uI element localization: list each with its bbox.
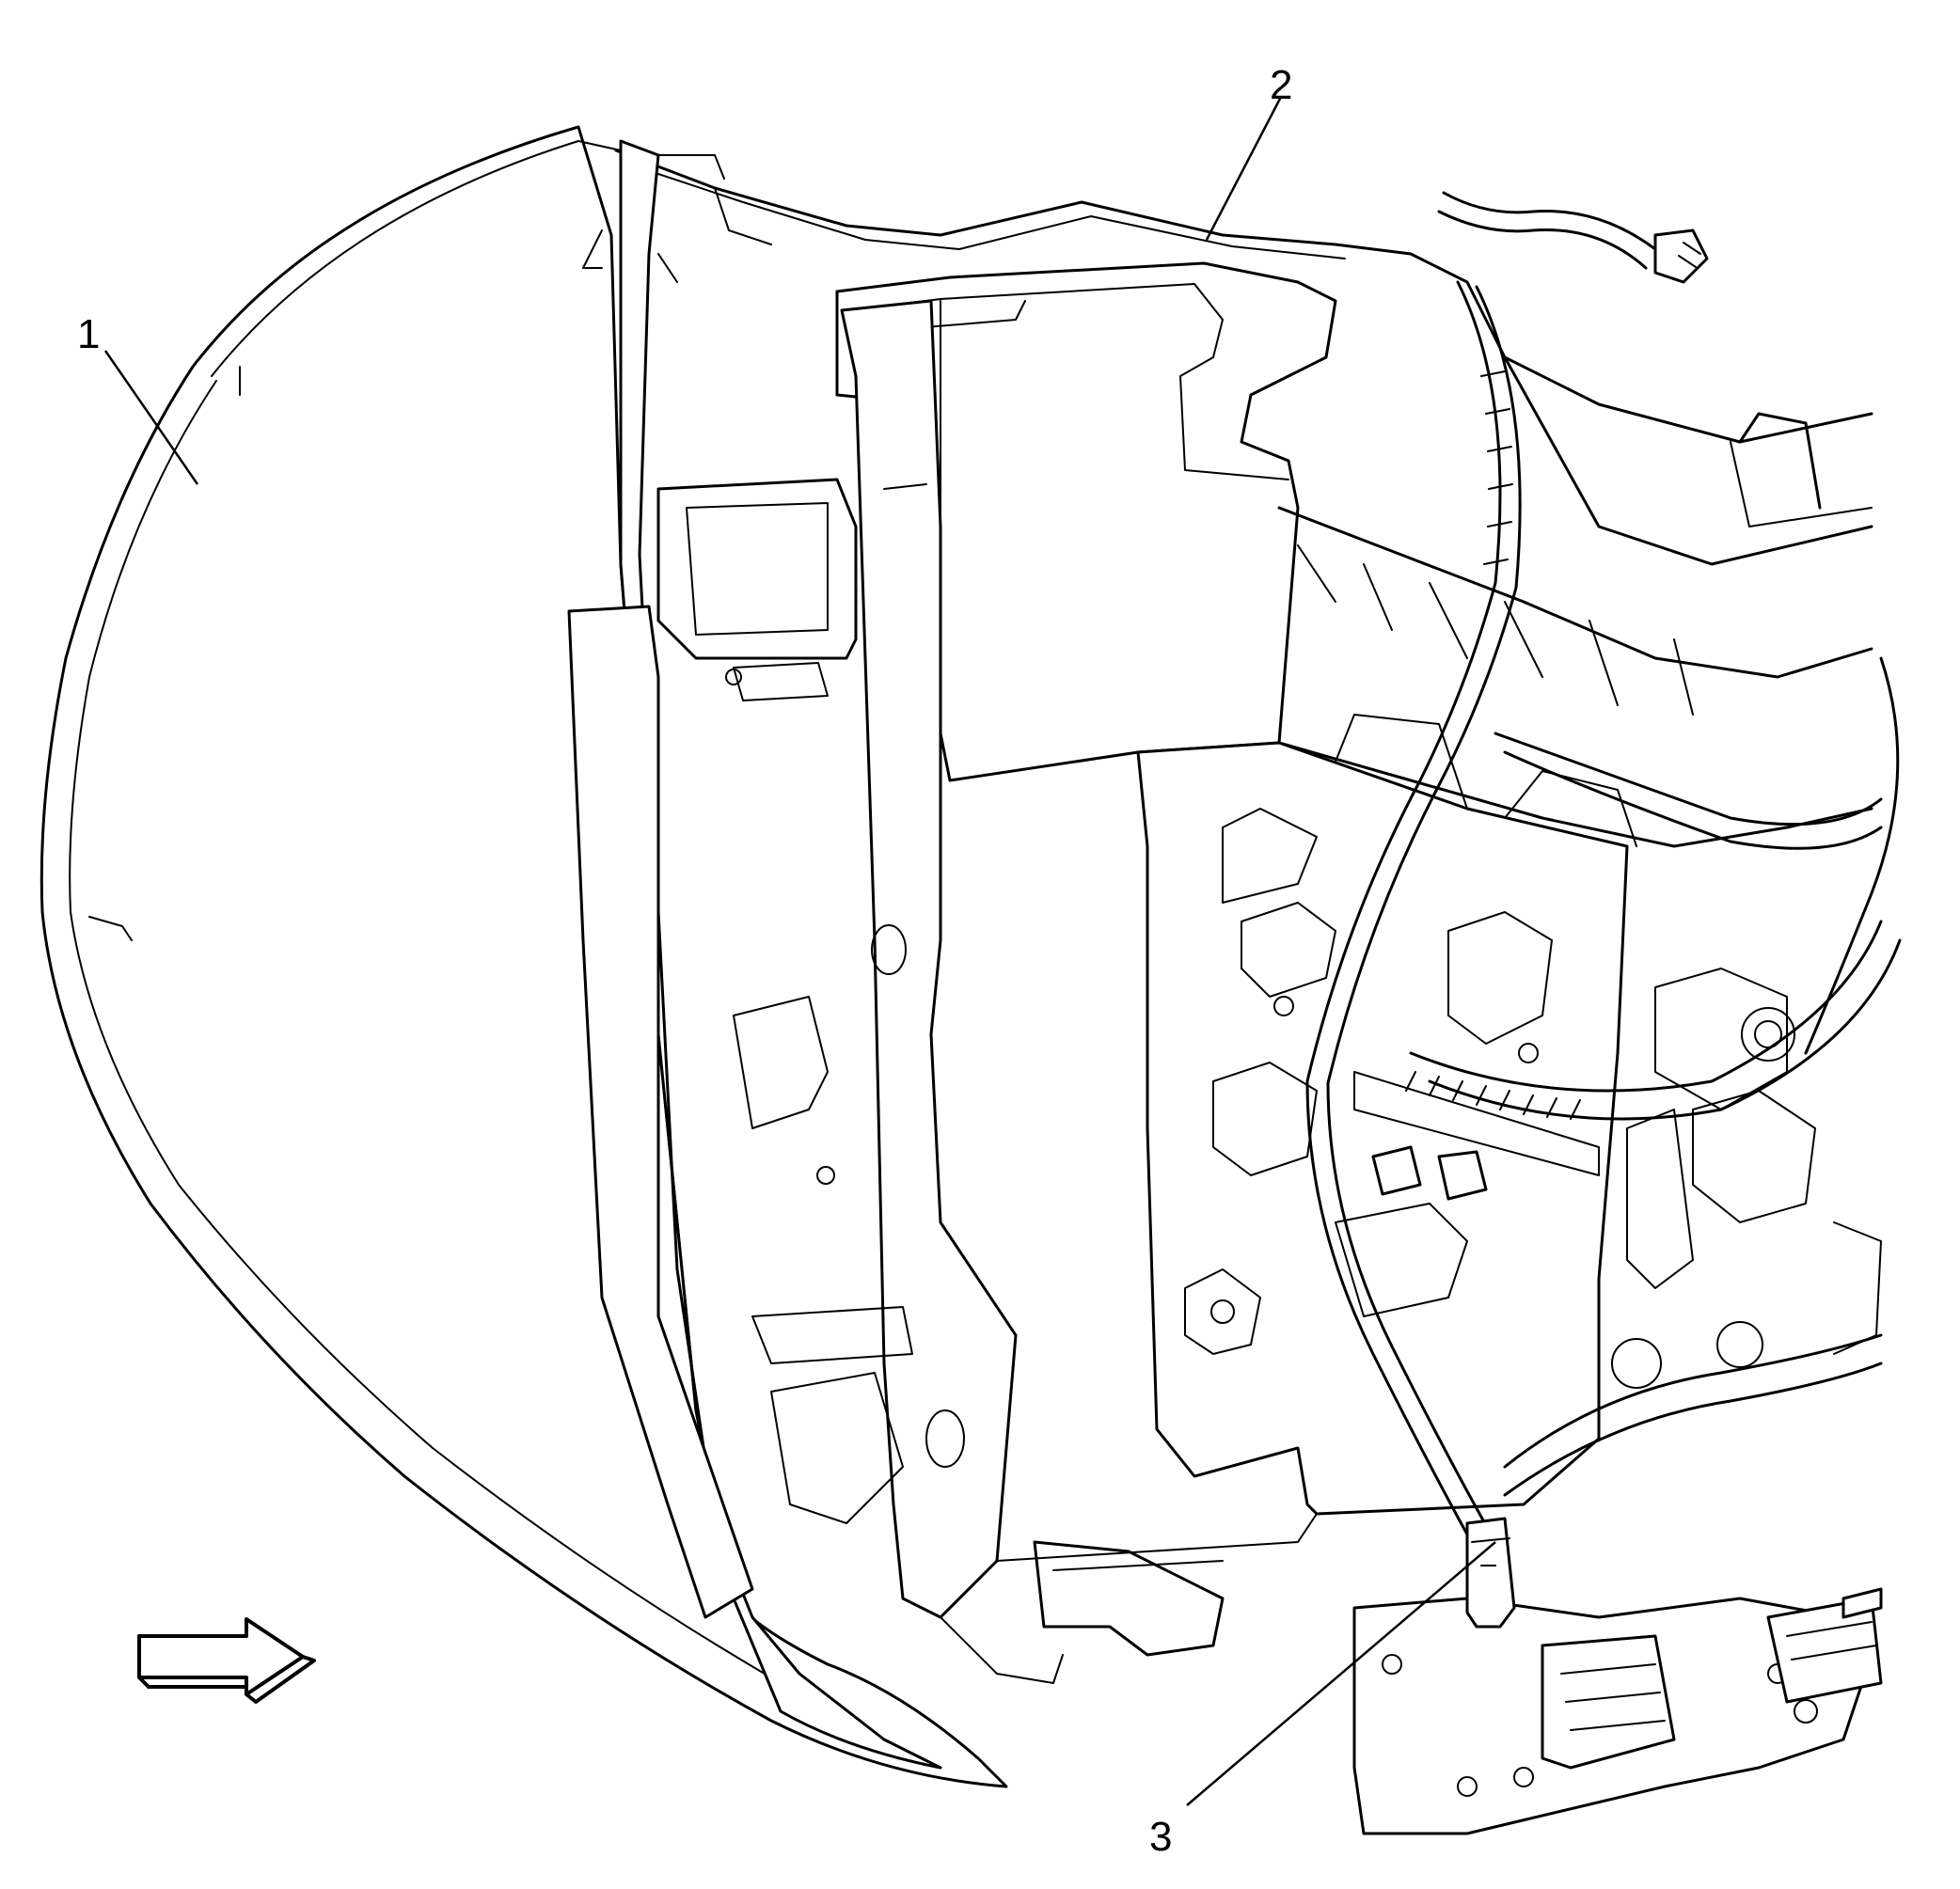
part-3-connector xyxy=(1465,1517,1516,1629)
callout-label-3: 3 xyxy=(1149,1814,1172,1860)
instrument-panel-structure xyxy=(614,149,1883,1835)
callout-label-2: 2 xyxy=(1270,62,1292,108)
inner-panel-pieces xyxy=(567,299,1318,1684)
arrow-right-icon xyxy=(137,1617,316,1704)
callout-leaders xyxy=(103,96,1496,1806)
wiring-harness xyxy=(1305,191,1902,1553)
callout-label-1: 1 xyxy=(77,311,100,357)
